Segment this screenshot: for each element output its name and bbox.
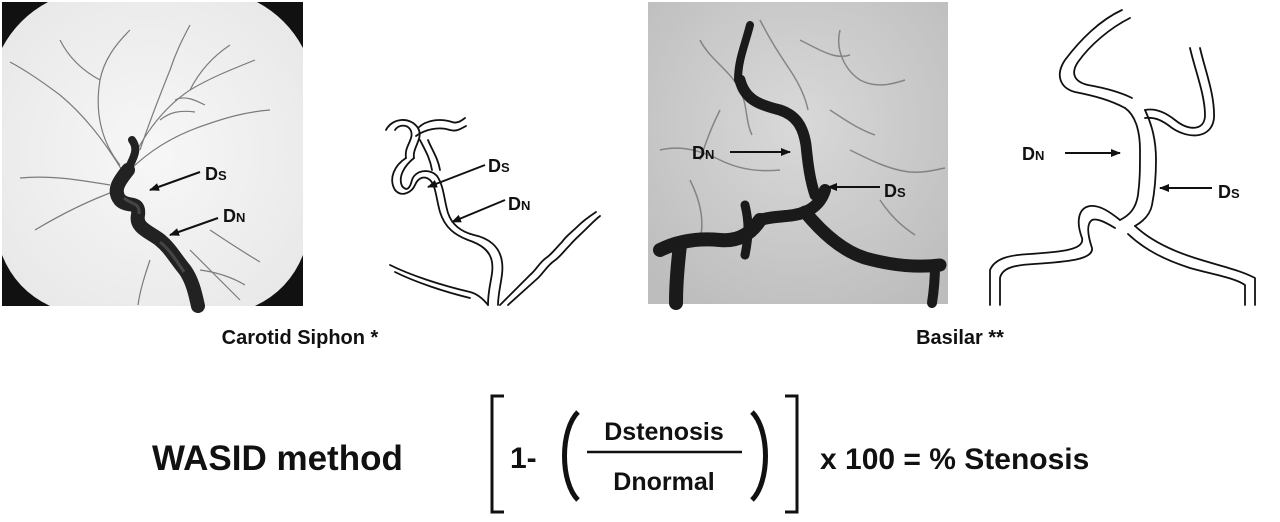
basilar-drawing-ds-label: D bbox=[1218, 182, 1231, 202]
svg-text:DN: DN bbox=[223, 206, 245, 226]
result-text: x 100 = % Stenosis bbox=[820, 443, 1089, 476]
carotid-angio-ds-arrow bbox=[149, 171, 201, 191]
left-parenthesis bbox=[562, 410, 580, 502]
svg-text:DN: DN bbox=[508, 194, 530, 214]
method-label: WASID method bbox=[152, 439, 403, 478]
basilar-drawing-arrows bbox=[1065, 149, 1212, 192]
carotid-angio-dn-label: D bbox=[223, 206, 236, 226]
svg-text:DN: DN bbox=[692, 143, 714, 163]
one-minus: 1- bbox=[510, 442, 537, 475]
svg-text:DS: DS bbox=[488, 156, 510, 176]
carotid-angio-ds-label: D bbox=[205, 164, 218, 184]
basilar-angio-dn-label: D bbox=[692, 143, 705, 163]
svg-text:DS: DS bbox=[1218, 182, 1240, 202]
basilar-drawing-dn-label: D bbox=[1022, 144, 1035, 164]
left-square-bracket bbox=[490, 394, 504, 514]
denominator: Dnormal bbox=[613, 468, 714, 496]
carotid-caption: Carotid Siphon * bbox=[222, 327, 379, 349]
basilar-caption: Basilar ** bbox=[916, 327, 1004, 349]
right-square-bracket bbox=[785, 394, 799, 514]
carotid-drawing-dn-label: D bbox=[508, 194, 521, 214]
basilar-angio-ds-label: D bbox=[884, 181, 897, 201]
carotid-angio-dn-arrow bbox=[169, 217, 219, 236]
carotid-line-drawing bbox=[385, 117, 601, 306]
svg-text:DS: DS bbox=[205, 164, 227, 184]
carotid-drawing-arrows bbox=[427, 164, 506, 223]
basilar-angiogram bbox=[648, 2, 948, 310]
right-parenthesis bbox=[750, 410, 768, 502]
svg-text:DS: DS bbox=[884, 181, 906, 201]
carotid-drawing-ds-label: D bbox=[488, 156, 501, 176]
basilar-line-drawing bbox=[989, 9, 1256, 306]
carotid-angiogram: DS DN bbox=[2, 2, 303, 313]
numerator: Dstenosis bbox=[604, 418, 723, 446]
svg-text:DN: DN bbox=[1022, 144, 1044, 164]
